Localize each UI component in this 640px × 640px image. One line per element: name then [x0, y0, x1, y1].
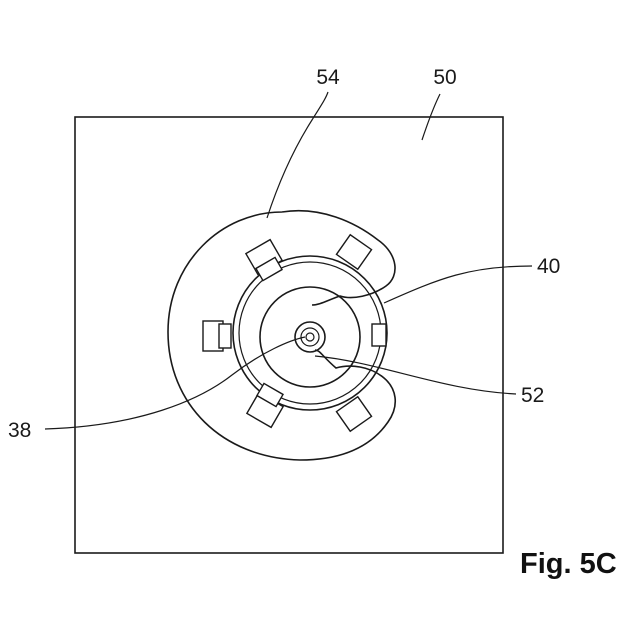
- latch-tab-upper-left: [246, 240, 282, 281]
- label-38: 38: [8, 419, 31, 442]
- shaft-outer: [295, 322, 325, 352]
- figure-caption: Fig. 5C: [520, 548, 617, 580]
- label-40: 40: [537, 255, 560, 278]
- latch-tab-lower-left: [247, 383, 283, 427]
- leader-line-54: [267, 92, 328, 218]
- cam-disc: [260, 287, 360, 387]
- housing-square: [75, 117, 503, 553]
- latch-tab-lower-right: [336, 397, 371, 432]
- label-54: 54: [316, 66, 340, 89]
- latch-tab-right: [372, 324, 386, 346]
- label-50: 50: [433, 66, 456, 89]
- shaft-core: [306, 333, 314, 341]
- latch-tab-left: [203, 321, 231, 351]
- leader-line-40: [384, 266, 532, 303]
- leader-line-52: [315, 356, 516, 394]
- latch-tab-upper-right: [336, 235, 371, 270]
- label-52: 52: [521, 384, 544, 407]
